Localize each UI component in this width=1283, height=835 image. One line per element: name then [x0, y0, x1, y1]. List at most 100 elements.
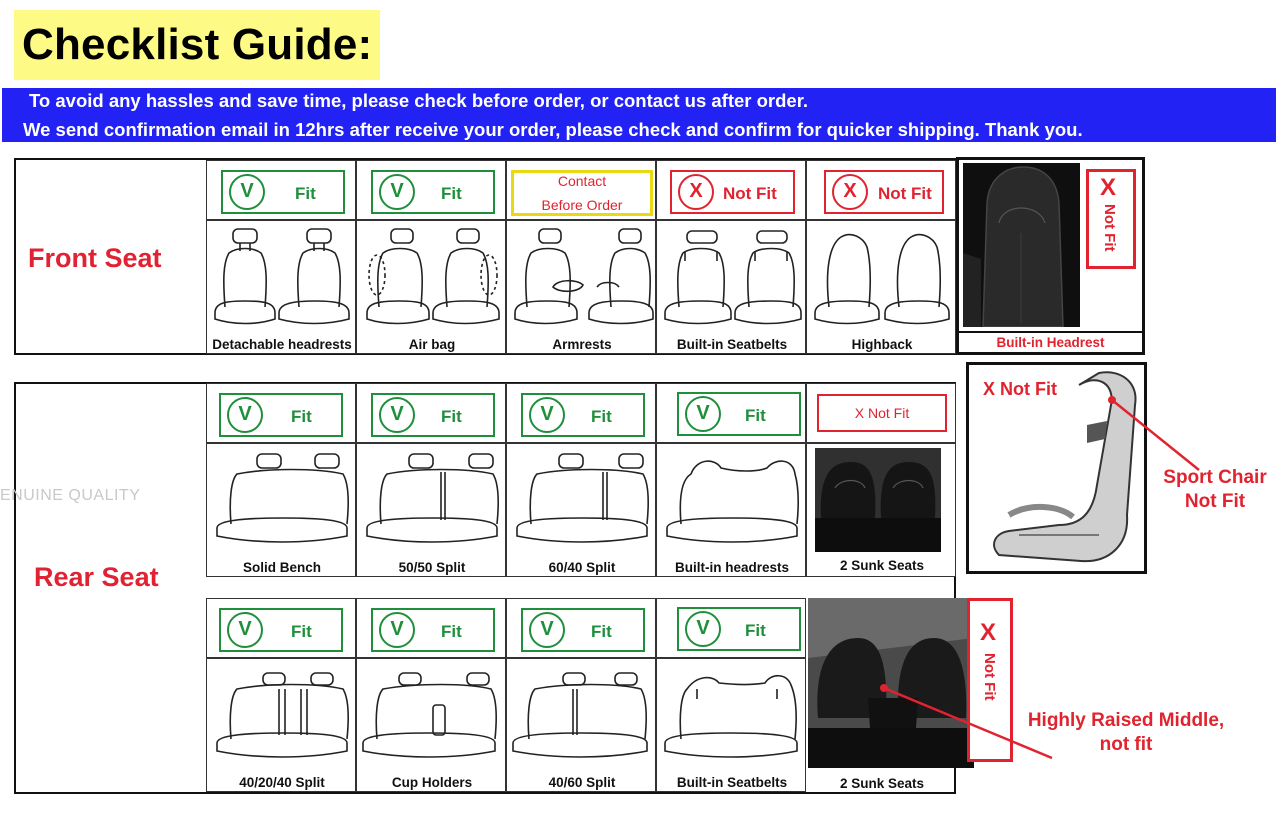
leather-seat-icon [963, 166, 1064, 327]
front-badge-cell: V Fit [206, 160, 356, 220]
badge-text: Fit [441, 184, 462, 203]
badge-text: Fit [441, 407, 462, 426]
fit-badge: V Fit [371, 170, 495, 214]
front-seat-label: Front Seat [28, 243, 162, 273]
split-40-60-bench-icon [512, 672, 648, 758]
sport-chair-box: X Not Fit [966, 362, 1147, 574]
contact-badge: Contact Before Order [511, 170, 653, 216]
fit-badge: V Fit [677, 392, 801, 436]
rear-badge-cell: V Fit [506, 383, 656, 443]
cell-caption: Air bag [408, 337, 456, 352]
sport-chair-note-line-2: Not Fit [1184, 491, 1246, 512]
fit-badge: V Fit [677, 607, 801, 651]
badge-text: Fit [745, 406, 766, 425]
cell-caption: 2 Sunk Seats [839, 558, 925, 573]
airbag-seats-icon [366, 228, 500, 325]
watermark-text: ENUINE QUALITY [0, 487, 141, 504]
built-in-headrest-box: X Not Fit Built-in Headrest [956, 157, 1145, 355]
x-circle-icon: X [832, 174, 868, 210]
cell-caption: 40/60 Split [548, 775, 616, 790]
front-badge-cell: V Fit [356, 160, 506, 220]
x-mark: X [1100, 174, 1117, 201]
sport-chair-note-line-1: Sport Chair [1163, 467, 1267, 488]
rear-drawing-cell: 2 Sunk Seats [806, 443, 956, 577]
detachable-headrest-seats-icon [214, 228, 350, 325]
armrest-seats-icon [514, 228, 654, 325]
raised-middle-photo [808, 598, 974, 768]
rear-badge-cell: V Fit [206, 383, 356, 443]
front-drawing-cell: Armrests [506, 220, 656, 354]
badge-text: Fit [291, 622, 312, 641]
front-drawing-cell: Air bag [356, 220, 506, 354]
cell-caption: Solid Bench [242, 560, 321, 575]
rear-drawing-cell: 60/40 Split [506, 443, 656, 577]
sport-chair-pointer [1108, 396, 1200, 471]
check-circle-icon: V [379, 612, 415, 648]
fit-badge: V Fit [521, 393, 645, 437]
rear-drawing-cell: 50/50 Split [356, 443, 506, 577]
sport-chair-icon [993, 371, 1137, 563]
raised-middle-note-line-1: Highly Raised Middle, [1027, 710, 1225, 731]
cell-caption: 50/50 Split [398, 560, 466, 575]
rear-seat-label: Rear Seat [34, 562, 159, 592]
x-mark: X [980, 619, 997, 646]
contact-line-1: Contact [557, 173, 607, 189]
solid-bench-icon [216, 453, 349, 543]
split-60-40-bench-icon [516, 453, 649, 543]
sunk-seats-caption-2: 2 Sunk Seats [839, 776, 925, 791]
rear-badge-cell: X Not Fit [806, 383, 956, 443]
fit-badge: V Fit [371, 393, 495, 437]
badge-text: Fit [745, 621, 766, 640]
badge-text: Fit [591, 622, 612, 641]
check-circle-icon: V [529, 612, 565, 648]
banner-line-2: We send confirmation email in 12hrs afte… [23, 119, 1083, 140]
badge-text: Fit [441, 622, 462, 641]
cell-caption: 60/40 Split [548, 560, 616, 575]
check-circle-icon: V [685, 611, 721, 647]
built-in-headrest-caption: Built-in Headrest [996, 335, 1105, 350]
rear-drawing-cell: Cup Holders [356, 658, 506, 792]
front-badge-cell: X Not Fit [656, 160, 806, 220]
sunk-seats-photo [815, 448, 941, 552]
check-circle-icon: V [229, 174, 265, 210]
raised-middle-pointer [880, 684, 1053, 760]
built-in-seatbelts-bench-icon [664, 674, 798, 758]
rear-badge-cell: V Fit [206, 598, 356, 658]
split-40-20-40-bench-icon [216, 672, 349, 758]
contact-line-2: Before Order [541, 197, 623, 213]
badge-text: Fit [591, 407, 612, 426]
built-in-headrest-photo [963, 163, 1080, 327]
cell-caption: Built-in headrests [674, 560, 790, 575]
caption-bar: Built-in Headrest [959, 331, 1142, 352]
badge-text: Fit [291, 407, 312, 426]
rear-drawing-cell: 40/60 Split [506, 658, 656, 792]
raised-middle-seats-icon [808, 598, 974, 768]
not-fit-vertical-text: Not Fit [1101, 204, 1118, 252]
sport-not-fit-label: X Not Fit [983, 379, 1057, 399]
badge-text: Not Fit [878, 184, 932, 203]
front-badge-cell: X Not Fit [806, 160, 956, 220]
info-banner: To avoid any hassles and save time, plea… [2, 88, 1276, 142]
front-badge-cell: Contact Before Order [506, 160, 656, 220]
not-fit-vertical-text: Not Fit [981, 653, 998, 701]
cell-caption: Built-in Seatbelts [676, 337, 788, 352]
front-drawing-cell: Highback [806, 220, 956, 354]
cell-caption: Highback [851, 337, 913, 352]
badge-text: Fit [295, 184, 316, 203]
rear-drawing-cell: Built-in Seatbelts [656, 658, 806, 792]
not-fit-vertical-box: X Not Fit [1086, 169, 1136, 269]
cup-holder-bench-icon [362, 672, 497, 758]
cell-caption: Detachable headrests [212, 337, 352, 352]
not-fit-vertical-box: X Not Fit [967, 598, 1013, 762]
fit-badge: V Fit [521, 608, 645, 652]
x-circle-icon: X [678, 174, 714, 210]
front-drawing-cell: Detachable headrests [206, 220, 356, 354]
fit-badge: V Fit [371, 608, 495, 652]
cell-caption: Armrests [552, 337, 612, 352]
check-circle-icon: V [685, 396, 721, 432]
not-fit-badge: X Not Fit [670, 170, 795, 214]
cell-caption: 40/20/40 Split [239, 775, 325, 790]
rear-drawing-cell: 40/20/40 Split [206, 658, 356, 792]
banner-line-1: To avoid any hassles and save time, plea… [29, 90, 809, 111]
check-circle-icon: V [379, 174, 415, 210]
